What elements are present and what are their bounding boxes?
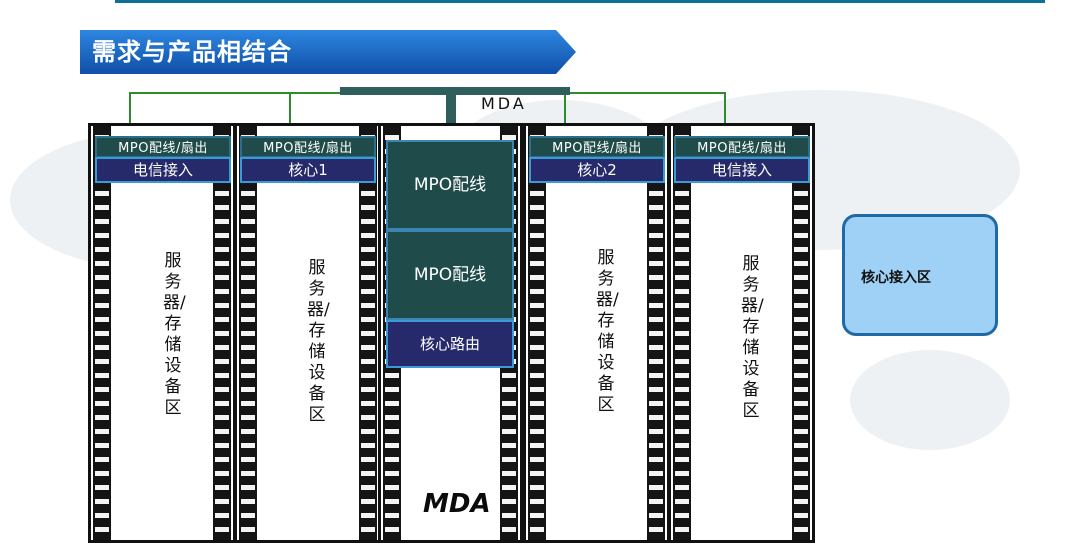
rack-1: 服务器/存储设备区 bbox=[88, 123, 236, 543]
patch-panel: MPO配线/扇出 bbox=[529, 136, 665, 158]
area-label: 服务器/存储设备区 bbox=[163, 251, 186, 418]
rack-3: 服务器/存储设备区 bbox=[523, 123, 670, 543]
zone-label: 核心1 bbox=[240, 157, 376, 183]
rack-rail bbox=[239, 126, 257, 540]
page-title: 需求与产品相结合 bbox=[92, 38, 292, 66]
area-label: 服务器/存储设备区 bbox=[596, 248, 619, 415]
patch-panel: MPO配线/扇出 bbox=[240, 136, 376, 158]
patch-panel: MPO配线/扇出 bbox=[674, 136, 810, 158]
patch-panel: MPO配线/扇出 bbox=[95, 136, 231, 158]
core-access-label: 核心接入区 bbox=[861, 270, 931, 286]
rack-rail bbox=[528, 126, 546, 540]
rack-rail bbox=[792, 126, 810, 540]
mpo-patch-block-2: MPO配线 bbox=[386, 230, 514, 320]
mda-bottom-label: MDA bbox=[423, 489, 491, 519]
zone-label: 电信接入 bbox=[674, 157, 810, 183]
core-router: 核心路由 bbox=[386, 320, 514, 368]
rack-rail bbox=[93, 126, 111, 540]
zone-label: 核心2 bbox=[529, 157, 665, 183]
rack-rail bbox=[213, 126, 231, 540]
core-access-zone: 核心接入区 bbox=[842, 214, 998, 336]
rack-rail bbox=[647, 126, 665, 540]
rack-2: 服务器/存储设备区 bbox=[234, 123, 382, 543]
rack-rail bbox=[673, 126, 691, 540]
area-label: 服务器/存储设备区 bbox=[741, 254, 764, 421]
rack-4: 服务器/存储设备区 bbox=[668, 123, 815, 543]
rack-rail bbox=[359, 126, 377, 540]
title-banner bbox=[80, 30, 576, 74]
area-label: 服务器/存储设备区 bbox=[307, 258, 330, 425]
mpo-patch-block-1: MPO配线 bbox=[386, 140, 514, 230]
top-accent-line bbox=[115, 0, 1045, 3]
zone-label: 电信接入 bbox=[95, 157, 231, 183]
mda-top-label: MDA bbox=[481, 94, 527, 113]
